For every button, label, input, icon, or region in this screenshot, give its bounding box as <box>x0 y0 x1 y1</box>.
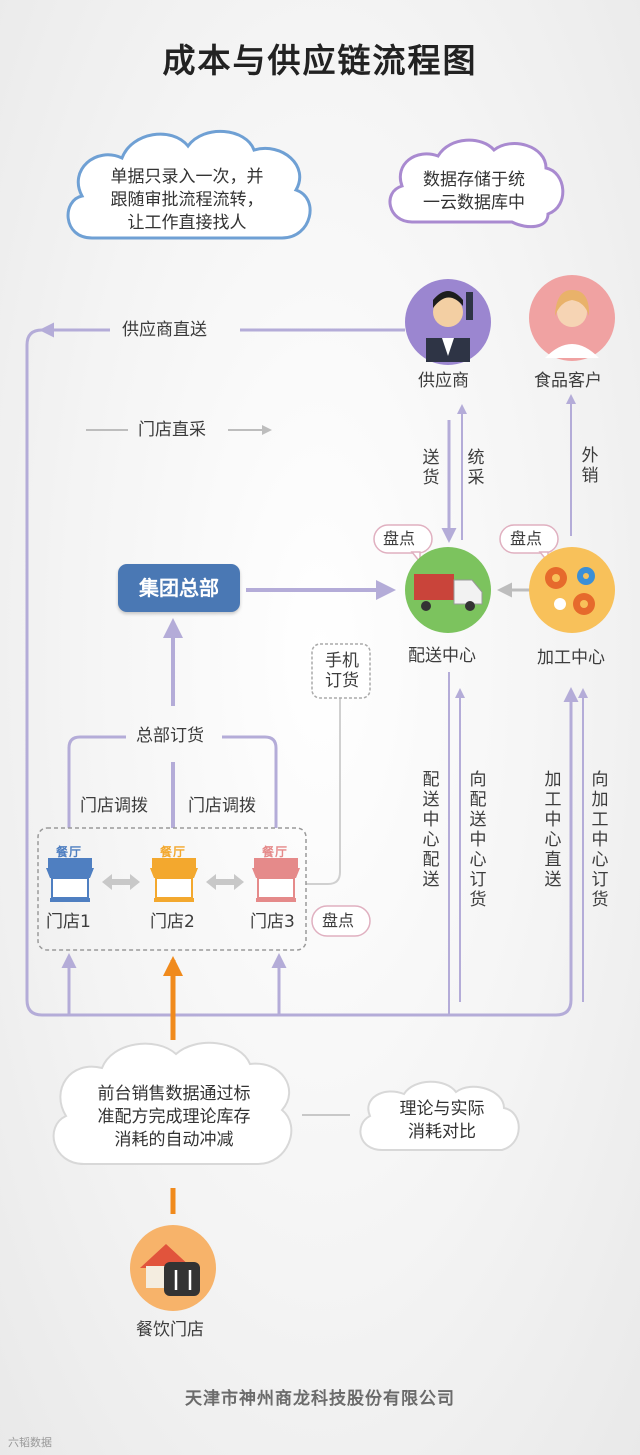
count-bubble-processing <box>499 524 559 565</box>
cloud-top-right-text: 数据存储于统 一云数据库中 <box>404 169 544 215</box>
supplier-delivery-lines <box>441 394 576 543</box>
cloud-top-left-text: 单据只录入一次，并 跟随审批流程流转， 让工作直接找人 <box>82 166 292 235</box>
supplier-avatar-icon <box>405 279 491 365</box>
transfer-arrows <box>102 874 244 890</box>
supplier-direct-line <box>25 322 579 1017</box>
count-label-processing: 盘点 <box>510 529 543 548</box>
cloud-line: 准配方完成理论库存 <box>97 1107 251 1127</box>
store2-icon <box>150 858 198 902</box>
count-label-store: 盘点 <box>322 911 355 930</box>
store-transfer-label-right: 门店调拨 <box>188 796 256 816</box>
hq-order-bracket <box>67 735 278 828</box>
supplier-label: 供应商 <box>418 371 469 391</box>
cloud-line: 让工作直接找人 <box>127 213 247 233</box>
cloud-bottom-right <box>359 1080 520 1151</box>
store1-icon <box>46 858 94 902</box>
delivery-center-label: 配送中心 <box>408 646 476 666</box>
watermark: 六韬数据 <box>8 1436 52 1449</box>
cloud-line: 消耗的自动冲减 <box>114 1130 234 1150</box>
cloud-line: 消耗对比 <box>408 1122 476 1142</box>
customer-label: 食品客户 <box>534 371 602 391</box>
mobile-order-label: 手机订货 <box>325 651 359 691</box>
store3-icon <box>252 858 300 902</box>
store-group-box <box>37 827 307 951</box>
store2-sign: 餐厅 <box>160 845 187 859</box>
store-transfer-label-left: 门店调拨 <box>80 796 148 816</box>
store-direct-purchase-label: 门店直采 <box>138 420 206 440</box>
external-sales-label: 外销 <box>581 446 599 486</box>
store3-label: 门店3 <box>250 912 295 932</box>
store3-sign: 餐厅 <box>262 845 289 859</box>
cloud-top-left <box>66 130 312 240</box>
count-bubble-store <box>311 905 371 937</box>
restaurant-icon <box>130 1225 216 1311</box>
headquarters-box: 集团总部 <box>118 564 240 612</box>
cloud-line: 理论与实际 <box>399 1099 485 1119</box>
supplier-direct-label: 供应商直送 <box>122 320 207 340</box>
center-store-lines <box>448 672 588 1015</box>
ship-label: 送货 <box>422 448 440 488</box>
mobile-order-line <box>306 698 341 885</box>
cloud-line: 前台销售数据通过标 <box>97 1084 251 1104</box>
cloud-line: 数据存储于统 <box>423 170 525 190</box>
cloud-bottom-right-text: 理论与实际 消耗对比 <box>372 1098 512 1144</box>
store1-sign: 餐厅 <box>56 845 83 859</box>
cloud-line: 一云数据库中 <box>423 193 525 213</box>
hq-order-label: 总部订货 <box>136 726 204 746</box>
store1-label: 门店1 <box>46 912 91 932</box>
processing-gear-icon <box>529 547 615 633</box>
unified-purchase-label: 统采 <box>467 448 485 488</box>
cloud-top-right <box>388 138 565 229</box>
delivery-truck-icon <box>405 547 491 633</box>
processing-center-label: 加工中心 <box>537 648 605 668</box>
restaurant-label: 餐饮门店 <box>136 1320 204 1340</box>
processing-direct-label: 加工中心直送 <box>544 770 562 890</box>
customer-avatar-icon <box>529 275 615 361</box>
page-title: 成本与供应链流程图 <box>162 41 478 80</box>
store-up-arrows <box>61 953 287 1015</box>
order-from-delivery-label: 向配送中心订货 <box>469 770 487 910</box>
count-label-delivery: 盘点 <box>383 529 416 548</box>
mobile-order-box <box>311 643 371 699</box>
cloud-bottom-left <box>52 1041 293 1165</box>
cloud-bottom-left-text: 前台销售数据通过标 准配方完成理论库存 消耗的自动冲减 <box>68 1083 280 1152</box>
company-name: 天津市神州商龙科技股份有限公司 <box>185 1389 455 1409</box>
delivery-to-store-label: 配送中心配送 <box>422 770 440 890</box>
order-from-processing-label: 向加工中心订货 <box>591 770 609 910</box>
cloud-line: 单据只录入一次，并 <box>110 167 264 187</box>
cloud-line: 跟随审批流程流转， <box>110 190 264 210</box>
store2-label: 门店2 <box>150 912 195 932</box>
